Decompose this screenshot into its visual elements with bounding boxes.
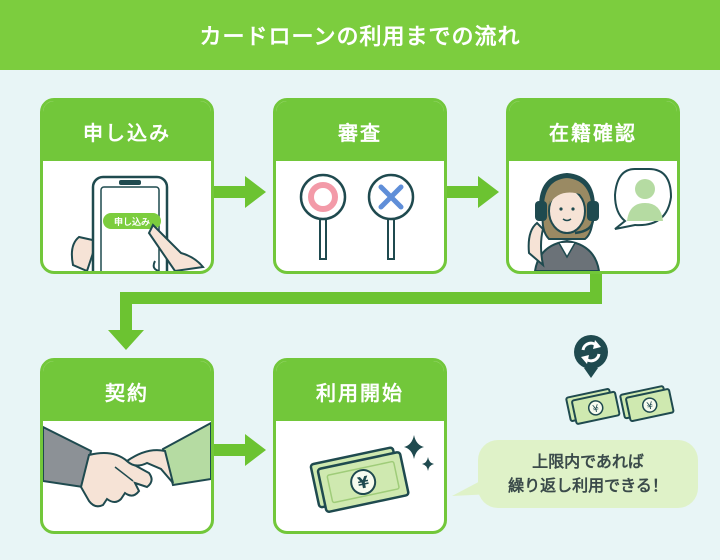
step-label-apply: 申し込み [43, 101, 211, 161]
step-card-start-use: 利用開始 ¥ [273, 358, 447, 534]
step-label-employment-check: 在籍確認 [509, 101, 677, 161]
note-line-2: 繰り返し利用できる！ [508, 474, 668, 498]
refresh-icon [574, 335, 608, 378]
small-banknote-left: ¥ [566, 388, 620, 426]
repeat-use-note: 上限内であれば 繰り返し利用できる！ [478, 440, 698, 508]
step-label-start-use: 利用開始 [276, 361, 444, 421]
flow-arrow-elbow [108, 272, 602, 350]
apply-screen-button: 申し込み [103, 213, 161, 229]
step-card-apply: 申し込み 申し込み [40, 98, 214, 274]
flow-arrow-1 [214, 176, 266, 208]
cross-paddle-icon [369, 175, 413, 259]
call-illustration [509, 161, 677, 271]
step-label-contract: 契約 [43, 361, 211, 421]
step-illustration-start-use: ¥ [276, 421, 444, 531]
note-line-1: 上限内であれば [532, 450, 644, 474]
step-illustration-contract [43, 421, 211, 531]
step-card-review: 審査 [273, 98, 447, 274]
review-paddles [276, 161, 444, 271]
small-banknote-right: ¥ [620, 385, 674, 423]
circle-paddle-icon [301, 175, 345, 259]
step-label-review: 審査 [276, 101, 444, 161]
operator-headset-icon [529, 175, 599, 271]
step-illustration-employment-check [509, 161, 677, 271]
step-card-contract: 契約 [40, 358, 214, 534]
sparkle-icon [404, 435, 434, 471]
banknote-illustration: ¥ [276, 421, 444, 531]
user-speech-bubble [615, 169, 671, 229]
step-card-employment-check: 在籍確認 [506, 98, 680, 274]
step-illustration-review [276, 161, 444, 271]
step-illustration-apply: 申し込み [43, 161, 211, 271]
yen-banknote-icon: ¥ [310, 446, 408, 514]
flow-arrow-4 [214, 434, 266, 466]
flow-arrow-2 [447, 176, 499, 208]
handshake-icon [43, 421, 211, 531]
